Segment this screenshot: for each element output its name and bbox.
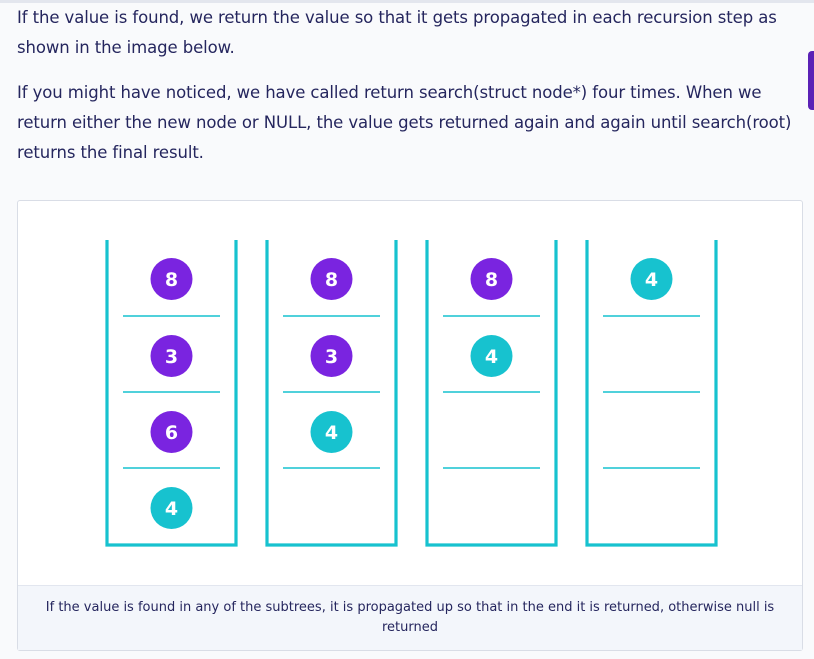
paragraph-value-found: If the value is found, we return the val… bbox=[17, 8, 777, 57]
stack-node-value: 4 bbox=[165, 498, 178, 520]
top-divider bbox=[0, 0, 814, 3]
stack-node: 4 bbox=[150, 487, 193, 529]
stack-node-circle bbox=[150, 411, 193, 453]
stack-outline bbox=[265, 240, 398, 547]
stack-node: 3 bbox=[310, 335, 353, 377]
stack-node-value: 6 bbox=[165, 422, 178, 444]
stack-node-value: 4 bbox=[485, 346, 498, 368]
stack-node-circle bbox=[470, 335, 513, 377]
stack-node: 3 bbox=[150, 335, 193, 377]
stack-outline bbox=[425, 240, 558, 547]
stack-node: 8 bbox=[470, 258, 513, 300]
stack-outline bbox=[105, 240, 238, 547]
paragraph-return-search: If you might have noticed, we have calle… bbox=[17, 83, 792, 162]
stack-node-value: 3 bbox=[165, 346, 178, 368]
side-feedback-tab[interactable] bbox=[808, 51, 814, 110]
stack-node-value: 8 bbox=[165, 269, 178, 291]
figure-caption: If the value is found in any of the subt… bbox=[18, 585, 802, 650]
stack-outline bbox=[585, 240, 718, 547]
stack-node-circle bbox=[470, 258, 513, 300]
stack-node: 6 bbox=[150, 411, 193, 453]
stack-4: 4 bbox=[585, 240, 718, 547]
stack-node: 8 bbox=[150, 258, 193, 300]
stack-node-circle bbox=[150, 335, 193, 377]
stack-node-value: 3 bbox=[325, 346, 338, 368]
stack-node-circle bbox=[310, 411, 353, 453]
stack-node-circle bbox=[310, 258, 353, 300]
stack-2: 8 3 4 bbox=[265, 240, 398, 547]
stack-node: 4 bbox=[310, 411, 353, 453]
stack-node: 8 bbox=[310, 258, 353, 300]
stack-node-circle bbox=[310, 335, 353, 377]
stack-node-value: 8 bbox=[485, 269, 498, 291]
stack-node-value: 4 bbox=[325, 422, 338, 444]
stack-1: 8 3 6 4 bbox=[105, 240, 238, 547]
figure-caption-text: If the value is found in any of the subt… bbox=[45, 600, 775, 635]
stack-node-value: 8 bbox=[325, 269, 338, 291]
stack-node-circle bbox=[150, 487, 193, 529]
stack-node: 4 bbox=[470, 335, 513, 377]
stack-node-circle bbox=[630, 258, 673, 300]
stack-node: 4 bbox=[630, 258, 673, 300]
stack-3: 84 bbox=[425, 240, 558, 547]
stack-node-circle bbox=[150, 258, 193, 300]
stack-node-value: 4 bbox=[645, 269, 658, 291]
